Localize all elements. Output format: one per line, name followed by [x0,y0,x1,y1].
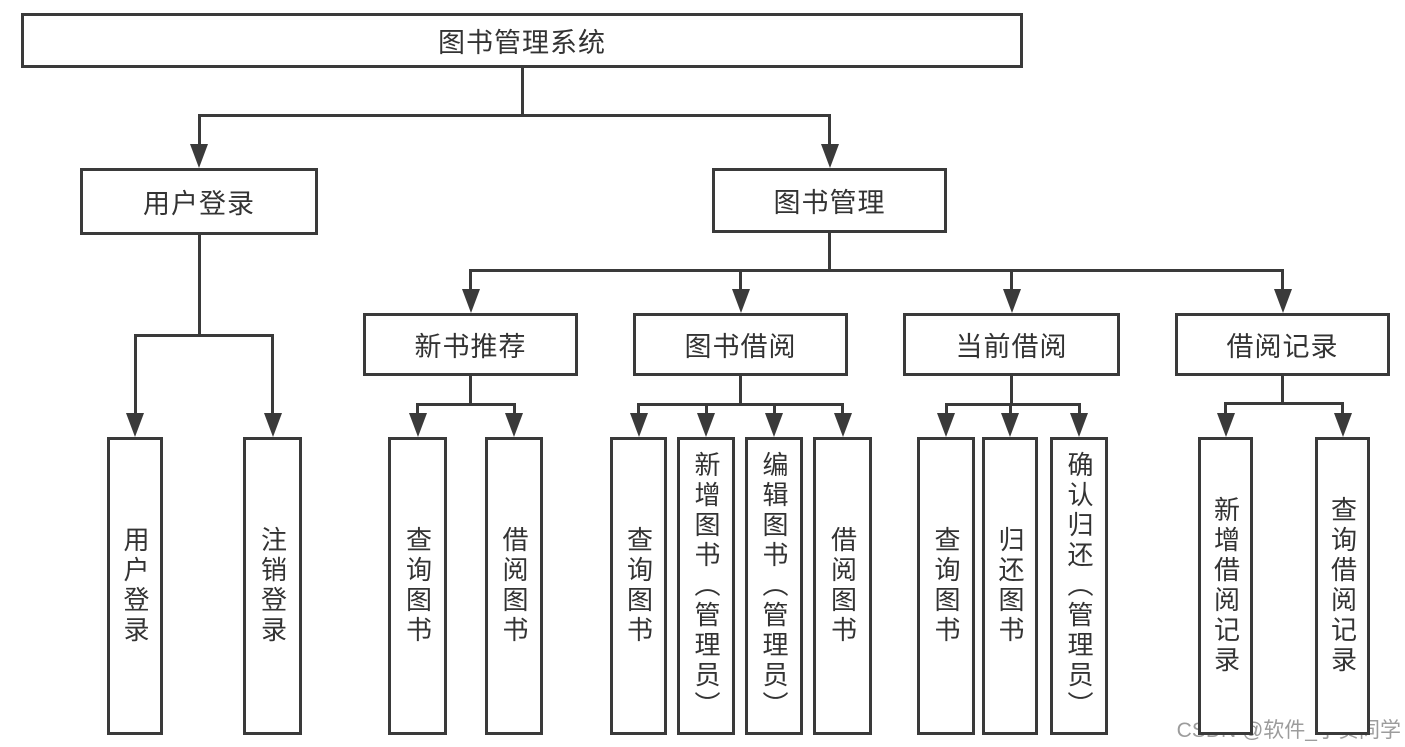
diagram-node-borrow-records: 借阅记录 [1175,313,1390,376]
arrowhead-icon [629,413,648,437]
connector-stem-new-books [469,376,472,406]
diagram-node-leaf-bb-edit: 编辑图书（管理员） [745,437,803,735]
diagram-node-leaf-bb-query: 查询图书 [610,437,667,735]
connector-drop-borrow-records [1281,269,1284,291]
arrowhead-icon [1070,413,1088,437]
connector-bus-root [197,114,831,117]
connector-bus-borrow-records [1224,402,1344,405]
connector-drop-leaf-logout [271,334,274,415]
arrowhead-icon [1273,289,1292,313]
connector-stem-borrow-records [1281,376,1284,405]
arrowhead-icon [833,413,852,437]
diagram-node-leaf-cb-confirm: 确认归还（管理员） [1050,437,1108,735]
connector-drop-leaf-bb-edit [772,403,776,415]
arrowhead-icon [126,413,144,437]
connector-stem-root [520,68,524,117]
arrowhead-icon [765,413,783,437]
connector-drop-leaf-cb-confirm [1077,403,1081,415]
connector-bus-new-books [416,403,516,406]
diagram-node-leaf-cb-return: 归还图书 [982,437,1038,735]
diagram-node-leaf-br-query: 查询借阅记录 [1315,437,1370,735]
diagram-node-leaf-bb-borrow: 借阅图书 [813,437,872,735]
diagram-node-root: 图书管理系统 [21,13,1023,68]
diagram-node-leaf-user-login: 用户登录 [107,437,163,735]
diagram-node-leaf-nb-borrow: 借阅图书 [485,437,543,735]
arrowhead-icon [461,289,480,313]
connector-bus-book-mgmt [469,269,1284,272]
diagram-node-new-books: 新书推荐 [363,313,578,376]
arrowhead-icon [408,413,427,437]
arrowhead-icon [505,413,523,437]
connector-stem-current-borrow [1010,376,1013,406]
arrowhead-icon [820,144,839,168]
connector-stem-user-login [197,235,201,337]
diagram-node-book-mgmt: 图书管理 [712,168,947,233]
connector-drop-leaf-nb-borrow [512,403,516,415]
connector-drop-leaf-cb-return [1008,403,1012,415]
connector-drop-leaf-cb-query [944,403,948,415]
connector-drop-leaf-br-add [1224,402,1227,415]
connector-drop-current-borrow [1010,269,1013,291]
connector-drop-user-login [197,114,201,146]
connector-drop-leaf-br-query [1341,402,1344,415]
connector-drop-leaf-bb-add [704,403,708,415]
connector-stem-book-mgmt [828,233,831,272]
arrowhead-icon [731,289,750,313]
connector-bus-current-borrow [944,403,1081,406]
diagram-node-leaf-cb-query: 查询图书 [917,437,975,735]
connector-drop-leaf-bb-query [637,403,640,415]
connector-bus-user-login [133,334,274,337]
diagram-node-leaf-bb-add: 新增图书（管理员） [677,437,735,735]
arrowhead-icon [697,413,715,437]
diagram-node-user-login: 用户登录 [80,168,318,235]
connector-drop-book-borrow [739,269,742,291]
arrowhead-icon [1216,413,1235,437]
connector-drop-leaf-user-login [133,334,137,415]
connector-drop-leaf-bb-borrow [841,403,844,415]
arrowhead-icon [1333,413,1352,437]
diagram-node-leaf-br-add: 新增借阅记录 [1198,437,1253,735]
connector-bus-book-borrow [637,403,844,406]
connector-drop-new-books [469,269,472,291]
arrowhead-icon [1001,413,1019,437]
connector-stem-book-borrow [739,376,742,406]
diagram-node-leaf-nb-query: 查询图书 [388,437,447,735]
arrowhead-icon [937,413,955,437]
connector-drop-book-mgmt [828,114,831,146]
arrowhead-icon [190,144,208,168]
diagram-node-current-borrow: 当前借阅 [903,313,1120,376]
arrowhead-icon [1002,289,1021,313]
connector-drop-leaf-nb-query [416,403,419,415]
diagram-node-book-borrow: 图书借阅 [633,313,848,376]
arrowhead-icon [263,413,282,437]
diagram-node-leaf-logout: 注销登录 [243,437,302,735]
